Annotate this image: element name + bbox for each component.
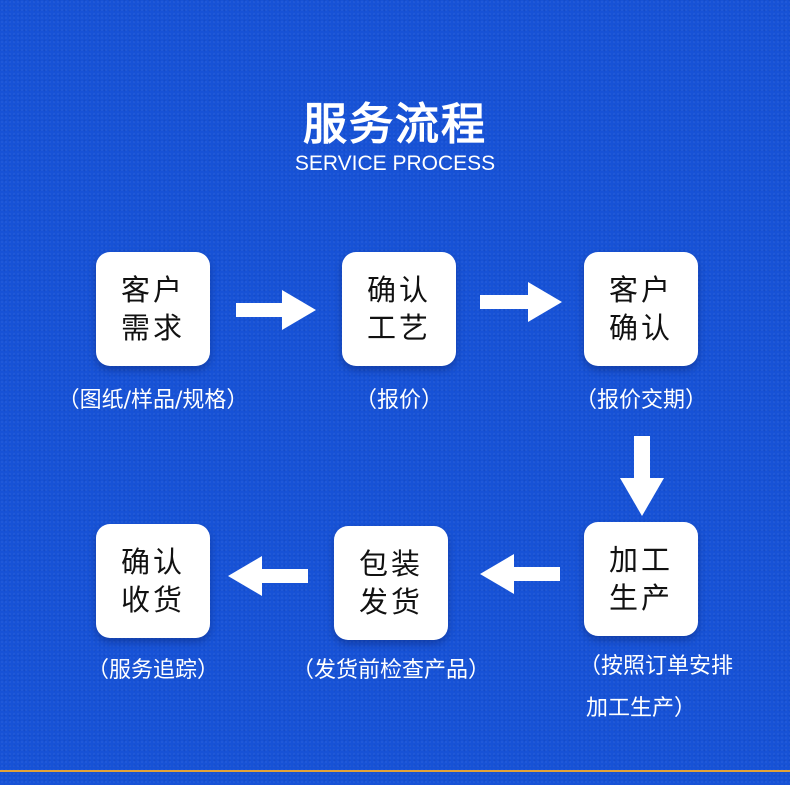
step-packing-shipping: 包装发货 [334, 526, 448, 640]
arrow-left-icon [228, 556, 308, 596]
step-caption: （图纸/样品/规格） [57, 388, 249, 413]
step-caption-line1: （按照订单安排 [578, 654, 733, 679]
step-label: 加工生产 [608, 543, 673, 615]
bottom-accent-line [0, 770, 790, 772]
page-title: 服务流程 [303, 99, 487, 150]
step-customer-demand: 客户需求 [96, 252, 210, 366]
step-label: 客户确认 [608, 273, 673, 345]
step-confirm-receipt: 确认收货 [96, 524, 210, 638]
step-label: 客户需求 [120, 273, 185, 345]
step-caption-line2: 加工生产） [585, 696, 696, 721]
step-caption: （报价） [354, 388, 443, 413]
arrow-right-icon [236, 290, 316, 330]
step-processing-production: 加工生产 [584, 522, 698, 636]
step-caption: （服务追踪） [86, 658, 219, 683]
arrow-down-icon [620, 436, 664, 516]
page-subtitle: SERVICE PROCESS [294, 152, 496, 175]
arrow-left-icon [480, 554, 560, 594]
step-customer-confirm: 客户确认 [584, 252, 698, 366]
arrow-right-icon [480, 282, 562, 322]
step-label: 确认工艺 [366, 273, 431, 345]
step-label: 确认收货 [120, 545, 185, 617]
step-confirm-process: 确认工艺 [342, 252, 456, 366]
step-caption: （发货前检查产品） [291, 658, 490, 683]
step-label: 包装发货 [358, 547, 423, 619]
step-caption: （报价交期） [574, 388, 707, 413]
